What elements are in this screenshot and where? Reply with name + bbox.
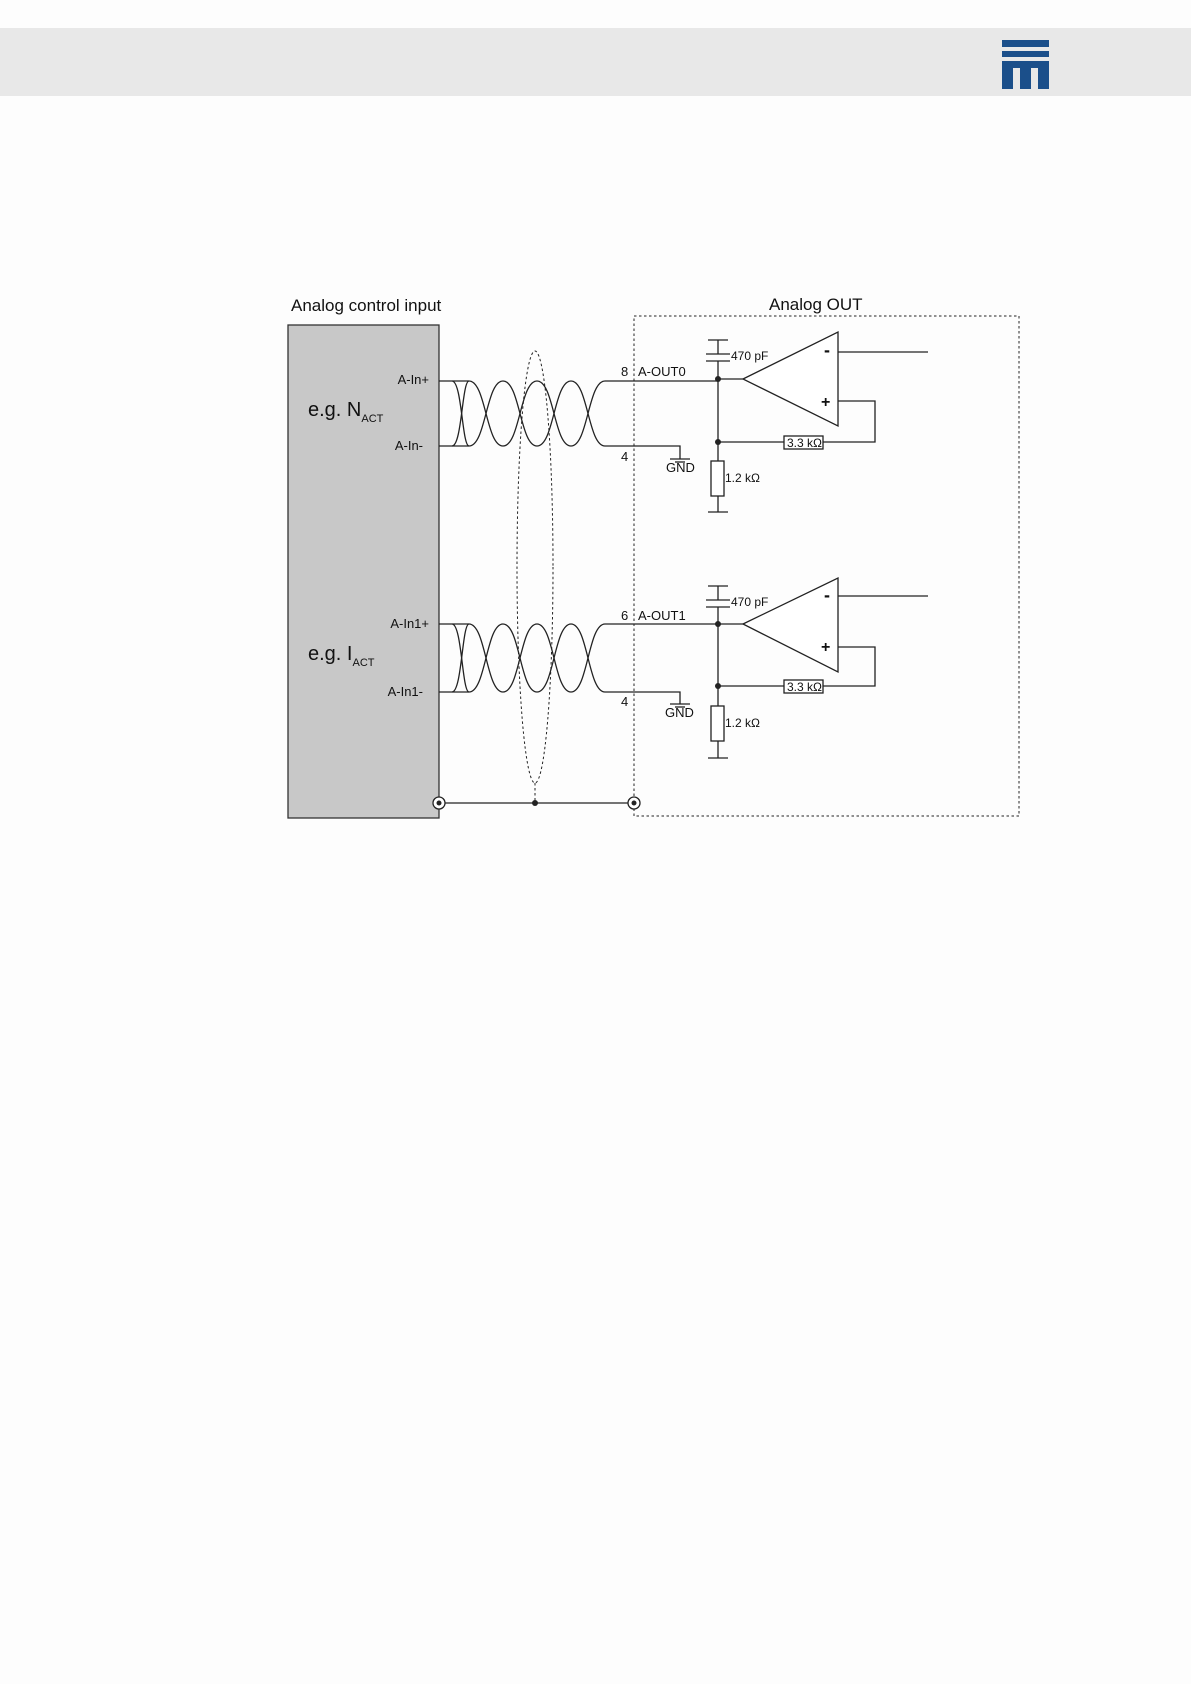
pin-signal-0: 8 (621, 364, 628, 379)
input-minus-label-0: A-In- (395, 438, 423, 453)
opamp-plus-1: + (821, 639, 830, 656)
input-plus-label-0: A-In+ (398, 372, 429, 387)
twisted-pair-1 (439, 624, 718, 704)
gnd-label-1: GND (665, 705, 694, 720)
gnd-label-0: GND (666, 460, 695, 475)
opamp-plus-0: + (821, 394, 830, 411)
ground-resistor-label-0: 1.2 kΩ (725, 471, 760, 485)
pin-gnd-1: 4 (621, 694, 628, 709)
input-plus-label-1: A-In1+ (390, 616, 429, 631)
right-title: Analog OUT (769, 295, 863, 314)
signal-name-0: A-OUT0 (638, 364, 686, 379)
opamp-minus-1: - (824, 585, 830, 605)
feedback-resistor-label-1: 3.3 kΩ (787, 680, 822, 694)
twisted-pair-0 (439, 381, 718, 459)
signal-name-1: A-OUT1 (638, 608, 686, 623)
opamp-minus-0: - (824, 340, 830, 360)
pin-signal-1: 6 (621, 608, 628, 623)
ground-resistor-label-1: 1.2 kΩ (725, 716, 760, 730)
capacitor-label-0: 470 pF (731, 349, 768, 363)
feedback-resistor-label-0: 3.3 kΩ (787, 436, 822, 450)
capacitor-label-1: 470 pF (731, 595, 768, 609)
pin-gnd-0: 4 (621, 449, 628, 464)
cable-shield (517, 351, 553, 783)
left-title: Analog control input (291, 296, 442, 315)
input-minus-label-1: A-In1- (388, 684, 423, 699)
